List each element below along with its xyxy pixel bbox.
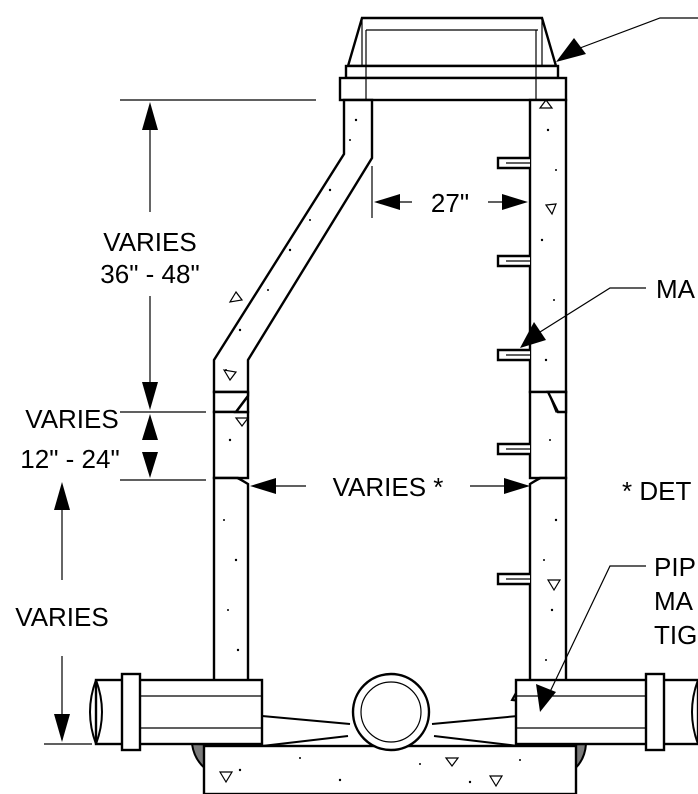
pipe-left bbox=[89, 672, 264, 752]
riser-height-label-2: 12" - 24" bbox=[20, 444, 119, 474]
cone-height-label-2: 36" - 48" bbox=[100, 259, 199, 289]
manhole-steps bbox=[496, 156, 530, 586]
riser-height-label-1: VARIES bbox=[25, 404, 118, 434]
frame-leader bbox=[556, 17, 698, 62]
callout-leaders bbox=[520, 287, 646, 712]
riser-section bbox=[212, 390, 568, 480]
step-4 bbox=[496, 442, 530, 456]
pipe-callout-1: PIP bbox=[654, 552, 696, 582]
labels: VARIES 36" - 48" VARIES 12" - 24" VARIES… bbox=[15, 188, 697, 650]
step-3 bbox=[496, 348, 530, 362]
cone-height-label-1: VARIES bbox=[103, 227, 196, 257]
base-walls bbox=[212, 476, 568, 702]
note-callout: * DET bbox=[622, 476, 691, 506]
step-1 bbox=[496, 156, 530, 170]
concrete-stipple bbox=[221, 99, 562, 681]
pipe-callout-2: MA bbox=[654, 586, 694, 616]
base-height-label: VARIES bbox=[15, 602, 108, 632]
base-slab bbox=[202, 744, 578, 794]
channel-invert bbox=[261, 672, 519, 752]
step-2 bbox=[496, 254, 530, 268]
dimension-lines bbox=[44, 99, 530, 745]
cone-section bbox=[212, 98, 568, 394]
steps-callout: MA bbox=[656, 274, 696, 304]
top-opening-label: 27" bbox=[431, 188, 469, 218]
pipe-right bbox=[514, 672, 698, 752]
pipe-callout-3: TIG bbox=[654, 620, 697, 650]
inside-diameter-label: VARIES * bbox=[333, 472, 444, 502]
frame-and-cover bbox=[338, 16, 568, 102]
step-5 bbox=[496, 572, 530, 586]
joint-lines bbox=[214, 391, 566, 485]
